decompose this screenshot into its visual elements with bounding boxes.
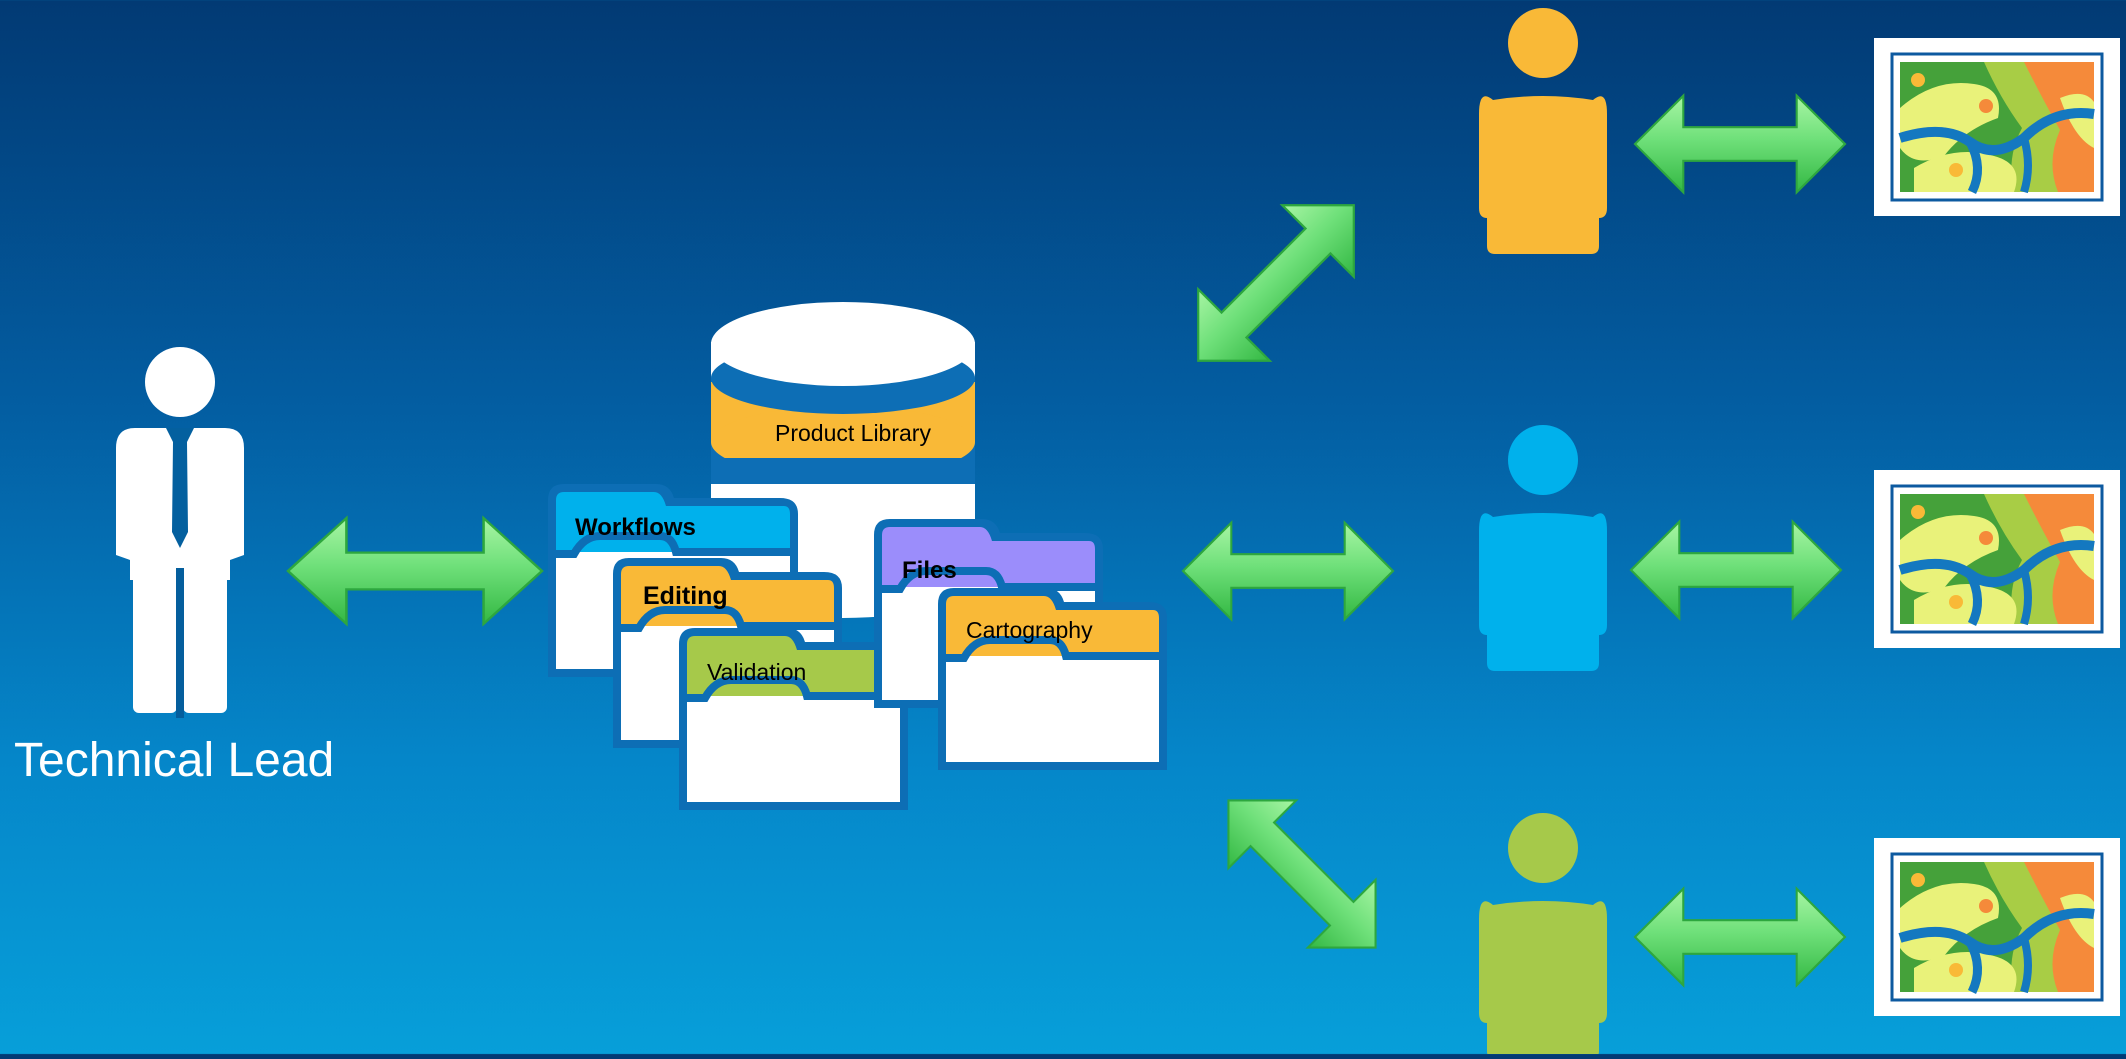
library-label: Product Library [775, 420, 931, 446]
double-arrow-user-1-map-1-icon [1633, 94, 1847, 194]
folder-label-validation: Validation [707, 659, 807, 685]
map-icon [1874, 838, 2120, 1016]
database-icon [711, 302, 975, 618]
map-icon [1874, 470, 2120, 648]
folder-icon [938, 588, 1167, 770]
person-icon [1479, 813, 1607, 1059]
person-icon [1479, 8, 1607, 254]
double-arrow-user-3-map-3-icon [1633, 887, 1847, 987]
businessman-icon [116, 347, 244, 718]
person-icon [1479, 425, 1607, 671]
double-arrow-library-user-2-icon [1181, 521, 1395, 621]
map-icon [1874, 38, 2120, 216]
double-arrow-library-user-3-icon [1193, 765, 1411, 983]
double-arrow-library-user-1-icon [1161, 168, 1391, 398]
folder-label-cartography: Cartography [966, 617, 1093, 643]
double-arrow-user-2-map-2-icon [1629, 520, 1843, 620]
folder-label-files: Files [902, 557, 957, 584]
folder-label-workflows: Workflows [575, 514, 696, 541]
folder-label-editing: Editing [643, 582, 728, 610]
technical-lead-label: Technical Lead [14, 734, 335, 787]
folder-icon [679, 628, 908, 810]
double-arrow-lead-library-icon [286, 516, 544, 626]
